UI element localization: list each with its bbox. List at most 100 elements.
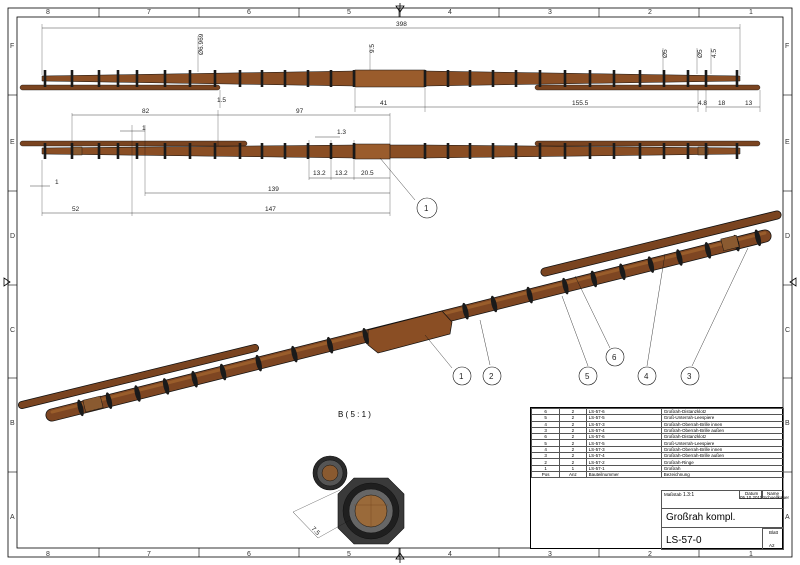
top-ring-23 — [638, 70, 642, 87]
balloon-front-label: 1 — [424, 204, 429, 213]
front-distance-block-left — [71, 146, 83, 156]
front-ring-24 — [662, 143, 666, 159]
zone-row-C-left: C — [10, 327, 15, 334]
dim-d147: 147 — [265, 206, 276, 213]
top-ring-11 — [306, 70, 310, 87]
zone-row-B-right: B — [785, 420, 790, 427]
iso-ring-20 — [754, 229, 762, 247]
front-ring-14 — [423, 143, 427, 159]
dim-d41: 41 — [380, 100, 388, 107]
iso-rings — [77, 229, 762, 417]
parts-header-pos: Pos — [530, 470, 561, 479]
dim-ring: Ø5 — [697, 49, 704, 58]
front-ring-20 — [563, 143, 567, 159]
parts-header-bez: Bezeichnung — [660, 470, 785, 479]
top-ring-3 — [116, 70, 120, 87]
front-ring-23 — [638, 143, 642, 159]
top-ring-5 — [163, 70, 167, 87]
parts-cell-bez: Großrah-Oberrah-Brille außen — [660, 426, 785, 435]
dim-d13: 1.3 — [337, 129, 346, 136]
top-ring-0 — [43, 70, 47, 87]
front-ring-16 — [468, 143, 472, 159]
balloon-iso-3-label: 3 — [687, 372, 692, 381]
title-block-lower: Maßstab 1.3:1 Datum 05.10.2011 Name Scho… — [531, 490, 789, 550]
balloon-iso-6-label: 6 — [612, 353, 617, 362]
top-ring-22 — [612, 70, 616, 87]
zone-row-E-right: E — [785, 139, 790, 146]
parts-cell-anz: 2 — [559, 452, 587, 460]
iso-view: 1 2 5 6 4 3 — [18, 210, 782, 422]
top-ring-20 — [563, 70, 567, 87]
balloon-iso-2-label: 2 — [489, 372, 494, 381]
scale-value: 1.3:1 — [683, 492, 695, 498]
zone-col-1-bottom: 1 — [749, 551, 753, 558]
front-ring-5 — [163, 143, 167, 159]
dim-d15: 1.5 — [217, 97, 226, 104]
front-ring-2 — [97, 143, 101, 159]
front-ring-18 — [514, 143, 518, 159]
iso-ring-10 — [462, 302, 469, 320]
balloon-iso-1 — [452, 366, 472, 386]
name-value: Schoellkauer — [763, 495, 790, 500]
balloon-iso-4 — [637, 366, 657, 386]
zone-col-4-bottom: 4 — [448, 551, 452, 558]
iso-ring-4 — [191, 370, 198, 388]
top-ring-21 — [588, 70, 592, 87]
parts-cell-anz: 2 — [559, 433, 587, 441]
front-ring-9 — [260, 143, 264, 159]
front-ring-10 — [283, 143, 287, 159]
dim-center-height: 9.5 — [369, 44, 376, 53]
zone-row-F-right: F — [785, 43, 789, 50]
top-ring-17 — [491, 70, 495, 87]
iso-ring-12 — [526, 286, 533, 304]
top-ring-18 — [514, 70, 518, 87]
iso-ring-17 — [676, 249, 683, 266]
iso-ring-16 — [647, 256, 655, 273]
balloon-iso-5-label: 5 — [585, 372, 590, 381]
zone-col-5-top: 5 — [347, 9, 351, 16]
top-yard-octagon — [354, 69, 426, 88]
zone-col-1-top: 1 — [749, 9, 753, 16]
zone-col-7-bottom: 7 — [147, 551, 151, 558]
balloon-iso-4-label: 4 — [644, 372, 649, 381]
dim-d205: 20.5 — [361, 170, 374, 177]
top-ring-2 — [97, 70, 101, 87]
parts-cell-bez: Großrah-Distanzklotz — [660, 407, 785, 416]
iso-ring-2 — [134, 385, 141, 402]
zone-col-7-top: 7 — [147, 9, 151, 16]
top-ring-26 — [704, 70, 708, 87]
front-ring-3 — [116, 143, 120, 159]
front-main-yard — [41, 144, 741, 159]
iso-ring-7 — [291, 345, 298, 363]
top-ring-1 — [70, 70, 74, 87]
front-ring-27 — [735, 143, 739, 159]
top-ring-6 — [188, 70, 192, 87]
front-ring-22 — [612, 143, 616, 159]
zone-row-B-left: B — [10, 420, 15, 427]
iso-ring-3 — [162, 378, 170, 395]
front-ring-26 — [704, 143, 708, 159]
iso-yard-octagon — [367, 310, 453, 354]
zone-col-3-bottom: 3 — [548, 551, 552, 558]
parts-cell-anz: 2 — [559, 445, 587, 454]
top-ring-25 — [686, 70, 690, 87]
parts-cell-anz: 2 — [559, 414, 587, 422]
dim-d82: 82 — [142, 108, 150, 115]
top-lower-yard-left — [19, 84, 221, 91]
parts-header-num: Bauteilnummer — [585, 470, 662, 479]
top-ring-15 — [446, 70, 450, 87]
front-distance-block-right — [697, 146, 709, 156]
zone-col-8-bottom: 8 — [46, 551, 50, 558]
iso-ring-18 — [704, 242, 712, 259]
dim-d5: Ø5 — [662, 49, 669, 58]
top-ring-16 — [468, 70, 472, 87]
front-ring-4 — [135, 143, 139, 159]
zone-col-5-bottom: 5 — [347, 551, 351, 558]
